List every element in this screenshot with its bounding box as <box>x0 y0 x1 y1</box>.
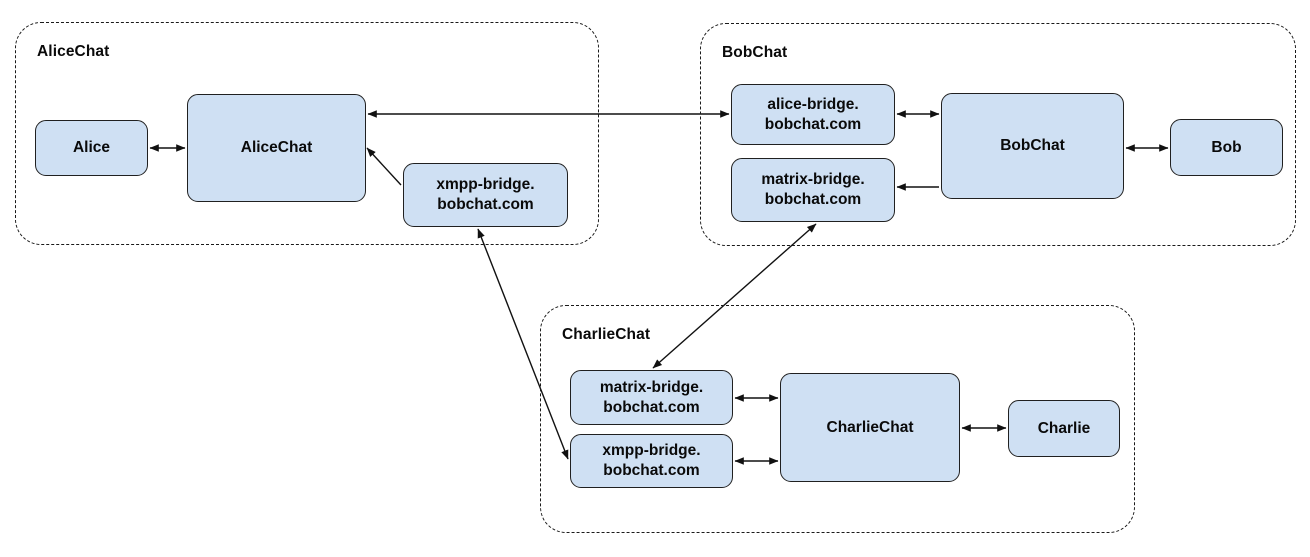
group-bob-group <box>700 23 1296 246</box>
node-charlie-xmpp-bridge[interactable]: xmpp-bridge. bobchat.com <box>570 434 733 488</box>
node-label-line: BobChat <box>1000 137 1065 155</box>
node-label-line: CharlieChat <box>826 418 914 436</box>
node-label-line: xmpp-bridge. <box>602 442 701 460</box>
node-label-line: bobchat.com <box>764 191 862 208</box>
node-charlie-user[interactable]: Charlie <box>1008 400 1120 457</box>
node-label-line: matrix-bridge. <box>599 378 704 396</box>
node-charlie-matrix-bridge[interactable]: matrix-bridge. bobchat.com <box>570 370 733 425</box>
group-charlie-group <box>540 305 1135 533</box>
node-label-line: AliceChat <box>240 139 313 157</box>
node-label-line: Charlie <box>1037 419 1091 437</box>
node-alice-xmpp-bridge[interactable]: xmpp-bridge. bobchat.com <box>403 163 568 227</box>
node-bob-matrix-bridge[interactable]: matrix-bridge. bobchat.com <box>731 158 895 222</box>
node-label-alice-xmpp-bridge: xmpp-bridge. bobchat.com <box>436 175 534 215</box>
group-label-bob-group: BobChat <box>722 44 788 61</box>
node-charliechat-server[interactable]: CharlieChat <box>780 373 960 482</box>
group-label-charlie-group: CharlieChat <box>562 326 651 343</box>
node-label-line: Bob <box>1211 138 1242 156</box>
node-label-bob-alice-bridge: alice-bridge. bobchat.com <box>765 95 861 135</box>
node-label-bob-user: Bob <box>1211 138 1241 158</box>
node-label-line: Alice <box>72 139 111 157</box>
node-label-line: bobchat.com <box>603 462 700 479</box>
node-label-line: bobchat.com <box>603 398 700 416</box>
node-label-line: matrix-bridge. <box>761 171 865 189</box>
group-label-alice-group: AliceChat <box>37 43 110 60</box>
node-alicechat-server[interactable]: AliceChat <box>187 94 366 202</box>
node-label-line: bobchat.com <box>437 196 534 213</box>
node-label-bob-matrix-bridge: matrix-bridge. bobchat.com <box>761 170 864 210</box>
node-label-line: alice-bridge. <box>767 95 859 113</box>
node-label-bobchat-server: BobChat <box>1000 136 1065 156</box>
node-label-charlie-xmpp-bridge: xmpp-bridge. bobchat.com <box>602 441 700 481</box>
node-label-line: xmpp-bridge. <box>436 176 535 194</box>
node-label-line: bobchat.com <box>764 115 862 133</box>
node-label-charlie-matrix-bridge: matrix-bridge. bobchat.com <box>600 378 703 418</box>
node-label-alice-user: Alice <box>73 138 110 158</box>
node-bobchat-server[interactable]: BobChat <box>941 93 1124 199</box>
node-alice-user[interactable]: Alice <box>35 120 148 176</box>
node-bob-alice-bridge[interactable]: alice-bridge. bobchat.com <box>731 84 895 145</box>
group-alice-group <box>15 22 599 245</box>
node-label-charlie-user: Charlie <box>1038 419 1091 439</box>
node-label-charliechat-server: CharlieChat <box>827 418 914 438</box>
node-bob-user[interactable]: Bob <box>1170 119 1283 176</box>
node-label-alicechat-server: AliceChat <box>241 138 313 158</box>
